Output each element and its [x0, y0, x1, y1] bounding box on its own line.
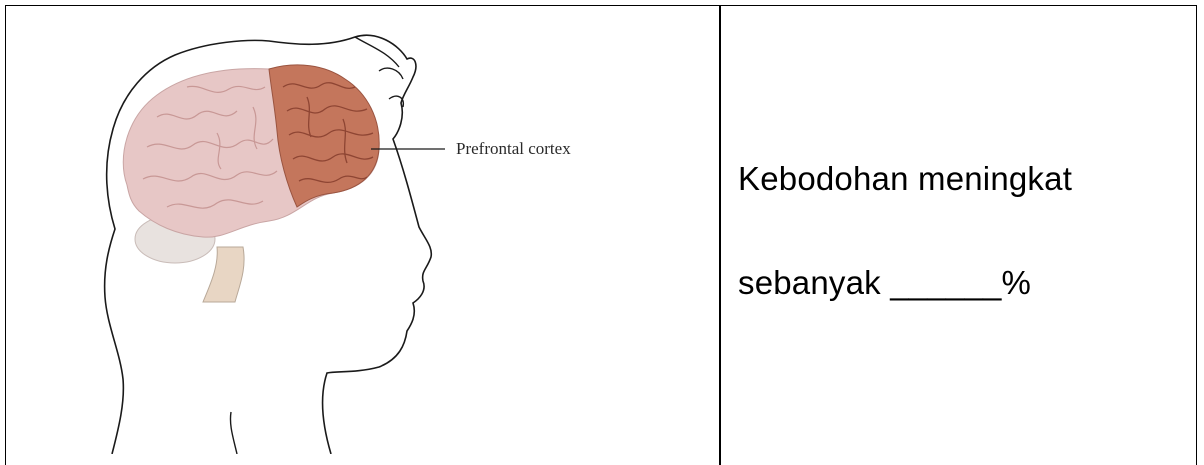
- question-cell: Kebodohan meningkat sebanyak ______%: [721, 7, 1196, 454]
- question-line-1: Kebodohan meningkat: [738, 160, 1072, 198]
- head-brain-icon: [7, 7, 718, 454]
- prefrontal-cortex-label: Prefrontal cortex: [456, 139, 571, 159]
- illustration-cell: Prefrontal cortex: [7, 7, 718, 454]
- question-line-2: sebanyak ______%: [738, 264, 1031, 302]
